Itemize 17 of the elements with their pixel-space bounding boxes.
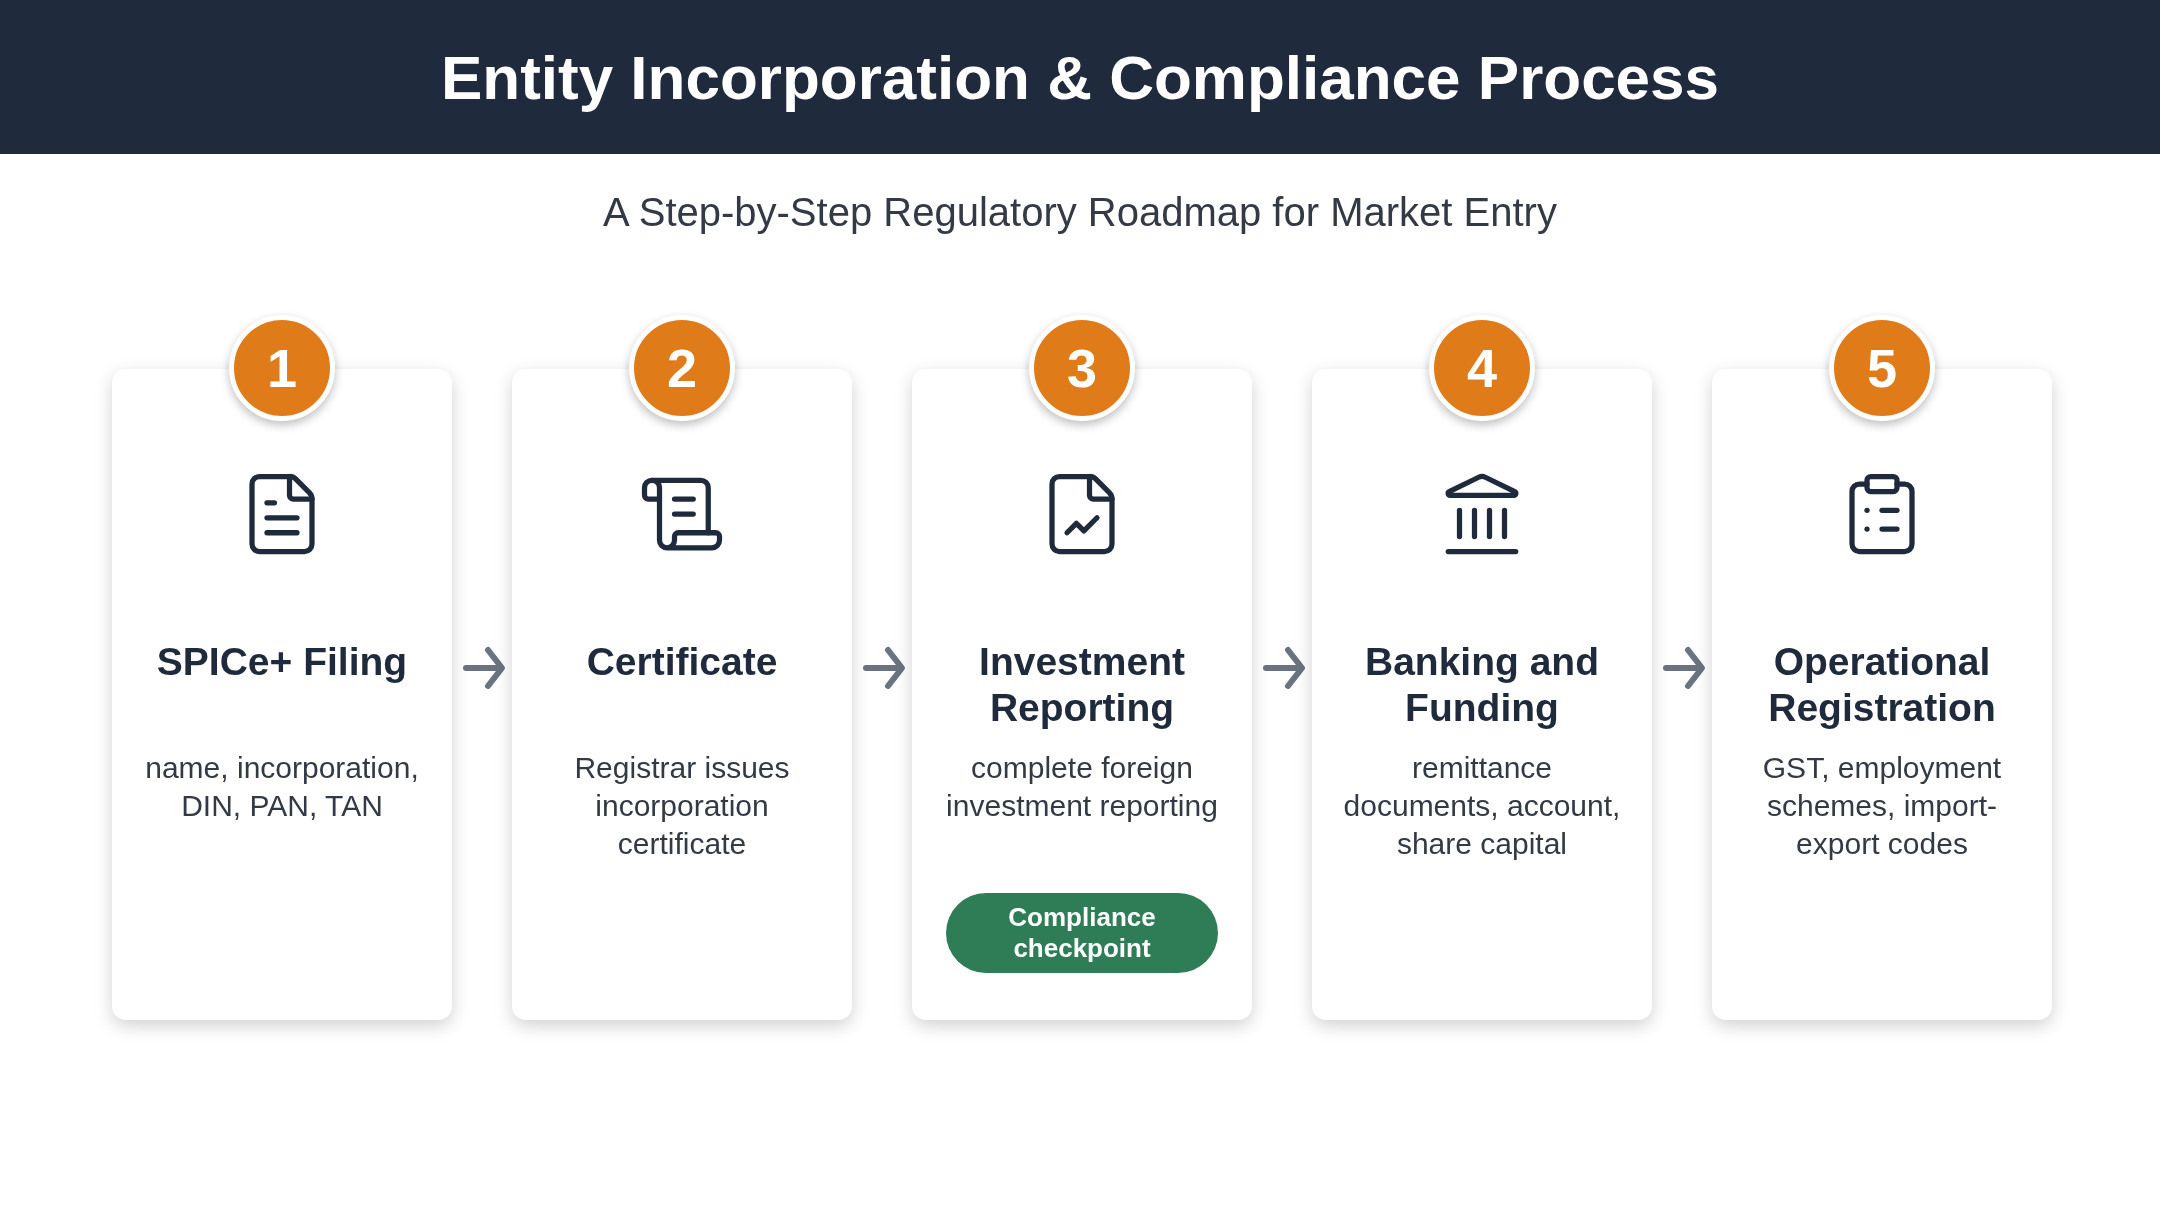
chevron-arrow — [463, 647, 505, 689]
checkpoint-badge: Compliance checkpoint — [946, 893, 1218, 973]
step-title: SPICe+ Filing — [155, 639, 409, 685]
step-description: remittance documents, account, share capital — [1342, 750, 1622, 862]
chevron-arrow — [1663, 647, 1705, 689]
step-description: name, incorporation, DIN, PAN, TAN — [144, 750, 420, 824]
chevron-arrow — [863, 647, 905, 689]
subtitle: A Step-by-Step Regulatory Roadmap for Market Entry — [602, 189, 1558, 236]
title: Entity Incorporation & Compliance Process — [440, 41, 1720, 114]
step-title: Banking and Funding — [1364, 639, 1600, 731]
step-title: Investment Reporting — [978, 639, 1186, 731]
step-description: complete foreign investment reporting — [945, 750, 1219, 824]
step-description: Registrar issues incorporation certificate — [573, 750, 791, 862]
step-title: Operational Registration — [1767, 639, 1997, 731]
step-description: GST, employment schemes, import-export codes — [1761, 750, 2003, 862]
chevron-arrow — [1263, 647, 1305, 689]
step-title: Certificate — [585, 639, 779, 685]
